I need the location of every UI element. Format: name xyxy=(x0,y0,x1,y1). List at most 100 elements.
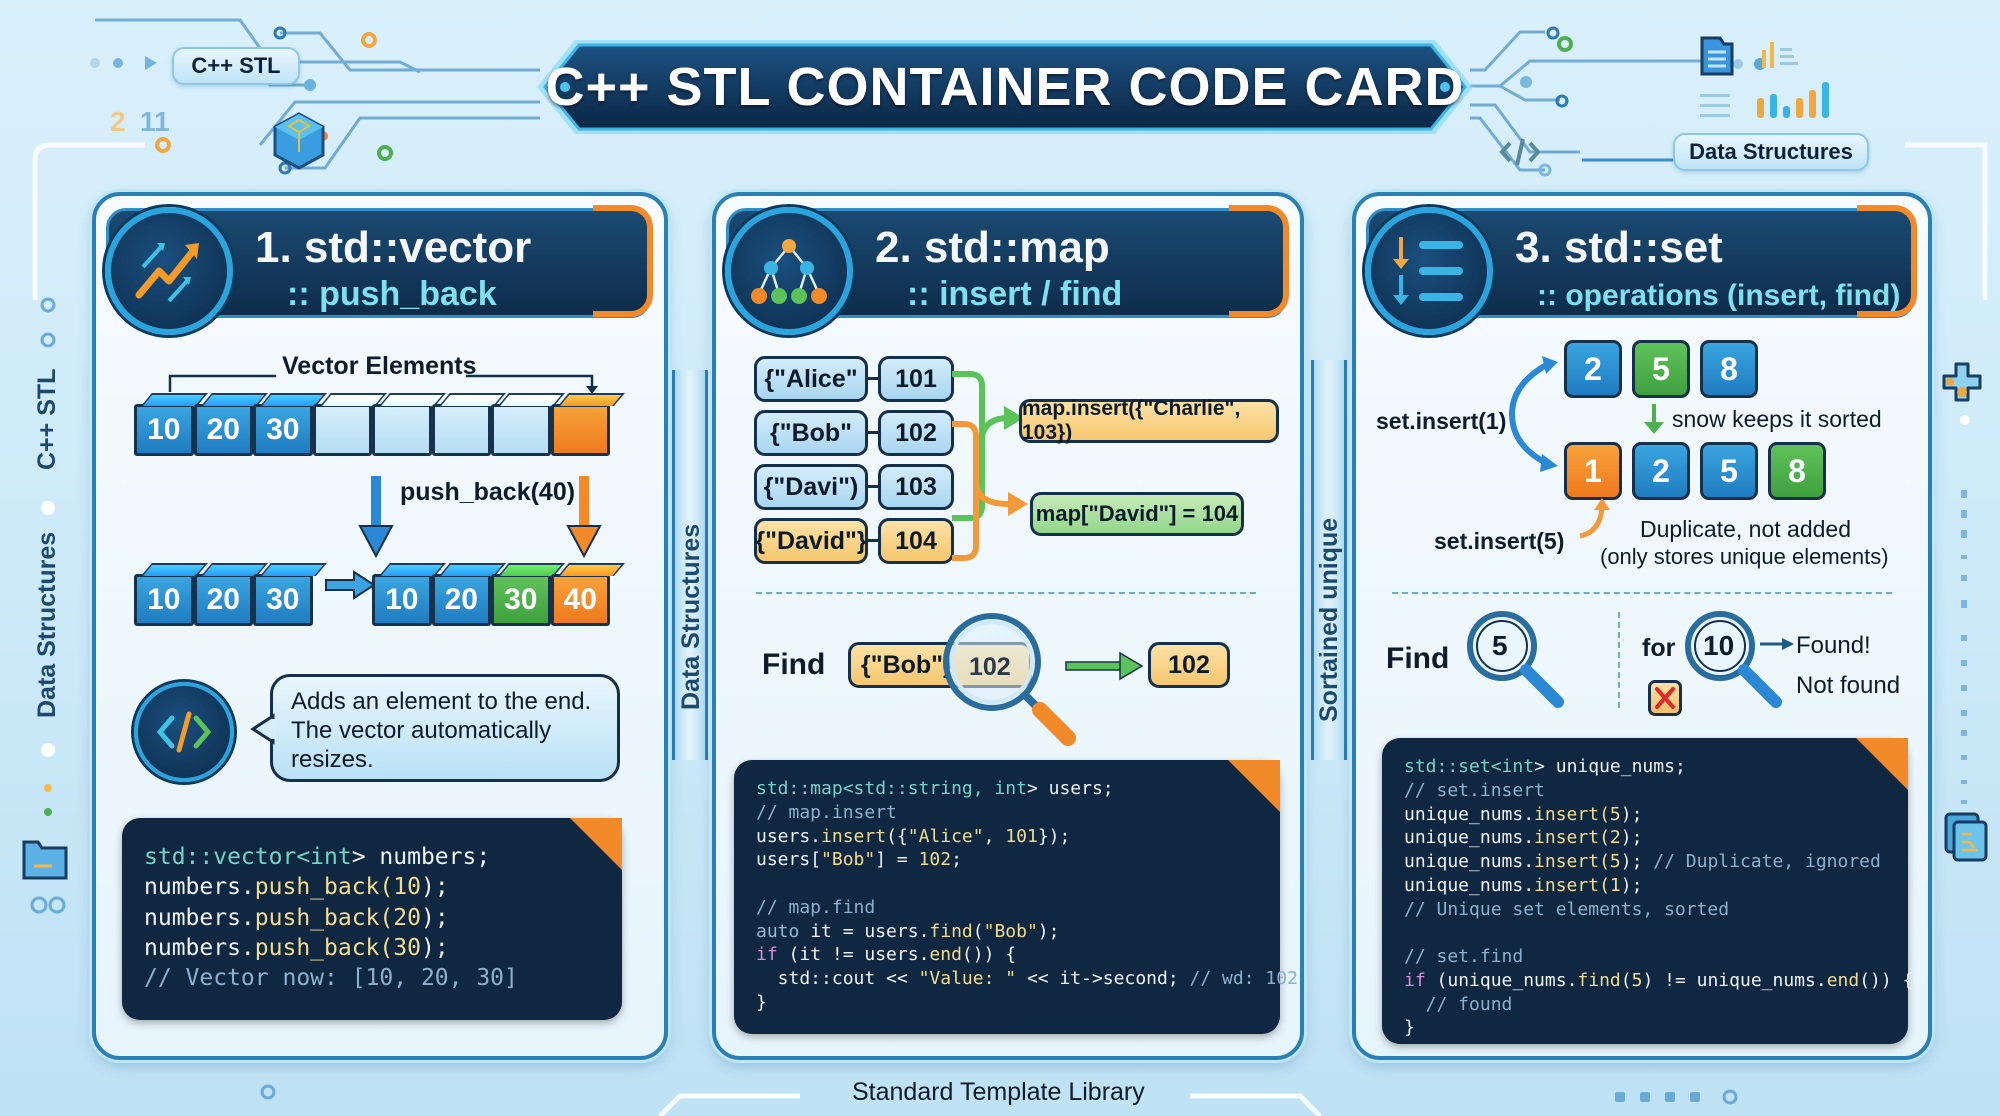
map-insert-call-text: map.insert({"Charlie", 103}) xyxy=(1022,397,1241,444)
vertical-divider xyxy=(1618,612,1620,708)
code-token: ); xyxy=(1037,920,1060,942)
tag-data-structures: Data Structures xyxy=(1673,133,1869,171)
code-token: } xyxy=(1404,1017,1415,1039)
map-subscript-call-text: map["David"] = 104 xyxy=(1035,501,1239,526)
code-token: push_back( xyxy=(254,874,394,901)
set-find-value: 5 xyxy=(1492,630,1508,661)
code-token: push_back( xyxy=(254,935,394,962)
map-value: 101 xyxy=(878,356,954,402)
code-token: > numbers; xyxy=(351,844,491,870)
set-insert-5-label: set.insert(5) xyxy=(1434,528,1565,554)
tag-cpp-stl: C++ STL xyxy=(172,47,300,85)
code-line: std::cout << "Value: " << it->second; //… xyxy=(756,968,1298,992)
map-card-subtitle: :: insert / find xyxy=(907,275,1123,313)
code-token: }); xyxy=(1037,825,1071,847)
code-token: (it != users. xyxy=(777,944,930,966)
code-line: unique_nums.insert(2); xyxy=(1404,827,1886,851)
map-find-key-text: {"Bob"} xyxy=(861,650,953,679)
code-line: std::vector<int> numbers; xyxy=(144,844,600,874)
vector-card: 1. std::vector :: push_back Vector Eleme… xyxy=(92,192,668,1060)
set-card-title: 3. std::set xyxy=(1515,223,1723,272)
code-token: // set.insert xyxy=(1404,779,1545,801)
code-token: , xyxy=(983,825,1006,847)
code-token: // Duplicate, ignored xyxy=(1653,851,1881,872)
side-label-data-structures-mid: Data Structures xyxy=(677,523,705,710)
code-token: (unique_nums. xyxy=(1425,969,1578,991)
code-line: // map.insert xyxy=(756,802,1258,826)
map-key: {"Davi") xyxy=(754,464,868,510)
code-token: users. xyxy=(756,825,822,847)
map-key: {"Bob" xyxy=(754,410,868,456)
vector-element xyxy=(550,404,610,456)
set-element: 8 xyxy=(1768,442,1826,500)
transform-arrow-icon xyxy=(325,570,376,600)
code-line: users.insert({"Alice", 101}); xyxy=(756,826,1258,850)
code-token: ); xyxy=(1620,874,1643,896)
vector-description: Adds an element to the end. The vector a… xyxy=(270,674,620,782)
set-insert-1-label: set.insert(1) xyxy=(1376,408,1507,434)
rail-between-2-3 xyxy=(1311,360,1347,760)
code-token: } xyxy=(756,991,767,1013)
vector-element: 20 xyxy=(193,404,253,456)
code-token: << it->second; xyxy=(1016,968,1190,989)
faint-number-11: 11 xyxy=(140,106,170,137)
footer-label: Standard Template Library xyxy=(852,1078,1145,1106)
code-token: 2 xyxy=(1609,827,1621,849)
duplicate-note-2: (only stores unique elements) xyxy=(1600,544,1889,569)
sorted-note: snow keeps it sorted xyxy=(1672,406,1882,432)
code-line: // set.find xyxy=(1404,946,1886,970)
vector-card-subtitle: :: push_back xyxy=(287,275,497,313)
code-corner-accent xyxy=(1856,738,1908,790)
code-line: } xyxy=(756,992,1258,1016)
set-for-value: 10 xyxy=(1703,630,1735,661)
code-token: insert( xyxy=(1534,827,1610,849)
plus-puzzle-icon xyxy=(1942,362,1982,402)
vector-element: 40 xyxy=(550,574,610,626)
map-find-result: 102 xyxy=(1148,642,1230,688)
map-key: {"Alice" xyxy=(754,356,868,402)
vector-element: 10 xyxy=(134,574,194,626)
code-token: int xyxy=(310,844,352,870)
code-line: // map.find xyxy=(756,897,1258,921)
map-insert-call: map.insert({"Charlie", 103}) xyxy=(1019,397,1279,444)
map-find-value: 102 xyxy=(969,653,1011,681)
equalizer-icon xyxy=(1757,82,1829,118)
map-code-block: std::map<std::string, int> users;// map.… xyxy=(734,760,1298,1034)
code-token: ( xyxy=(972,920,984,942)
code-token: 102 xyxy=(918,849,952,871)
code-token: ) != unique_nums. xyxy=(1642,969,1827,991)
code-token: ] = xyxy=(875,849,919,871)
vector-element: 20 xyxy=(431,574,491,626)
map-find-result-text: 102 xyxy=(1168,650,1210,679)
map-subscript-call: map["David"] = 104 xyxy=(1030,492,1244,536)
vector-element: 30 xyxy=(253,404,313,456)
push-arrows xyxy=(358,476,602,559)
set-element: 5 xyxy=(1632,340,1690,398)
code-token: numbers. xyxy=(144,874,255,901)
code-line: numbers.push_back(20); xyxy=(144,905,600,935)
vector-element xyxy=(372,404,432,456)
not-found-label: Not found xyxy=(1796,672,1901,699)
code-token: auto xyxy=(756,920,800,942)
map-card: 2. std::map :: insert / find {"Alice"101… xyxy=(712,192,1304,1060)
magnifier-icon xyxy=(1467,611,1564,708)
code-token: insert( xyxy=(1534,851,1610,872)
page-title: C++ STL CONTAINER CODE CARD xyxy=(545,57,1465,117)
code-token: insert( xyxy=(1534,803,1610,825)
set-element: 2 xyxy=(1564,340,1622,398)
vector-element xyxy=(312,404,372,456)
push-back-op-label: push_back(40) xyxy=(400,478,576,506)
code-line: // found xyxy=(1404,994,1886,1018)
vector-card-title: 1. std::vector xyxy=(255,223,532,272)
header-accent xyxy=(593,205,653,317)
vector-elements-label: Vector Elements xyxy=(282,352,477,380)
code-line: std::map<std::string, int> users; xyxy=(756,778,1258,802)
code-token: find xyxy=(929,920,973,942)
green-arrow-icon xyxy=(1065,651,1144,681)
code-line: unique_nums.insert(5); // Duplicate, ign… xyxy=(1404,851,1886,875)
code-brackets-icon xyxy=(1499,138,1541,166)
vector-element xyxy=(491,404,551,456)
code-line: if (unique_nums.find(5) != unique_nums.e… xyxy=(1404,969,1913,994)
rail-between-1-2 xyxy=(672,370,708,760)
